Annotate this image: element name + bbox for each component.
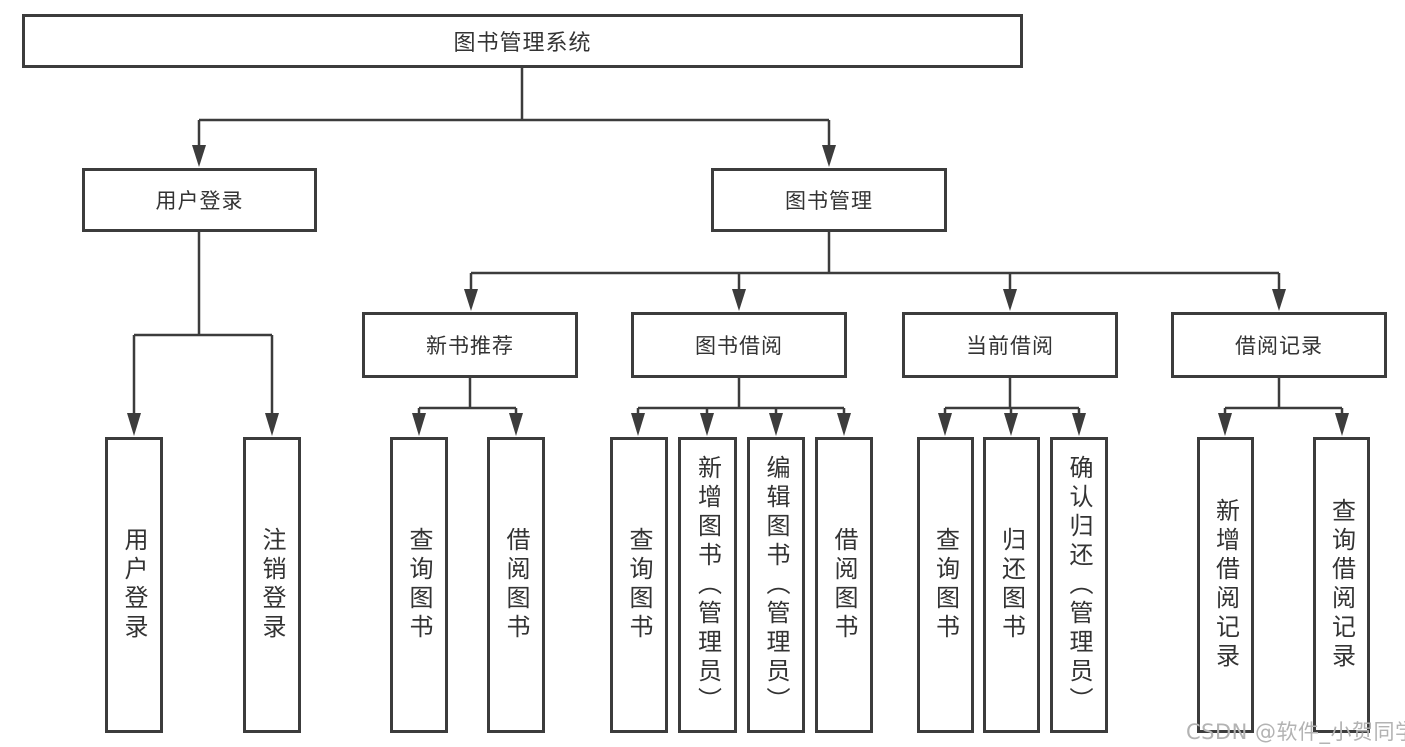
node-label: 图书管理系统 [453, 31, 592, 56]
leaf-label: 新增借阅记录 [1211, 498, 1240, 672]
node-label: 图书管理 [785, 189, 873, 213]
node-borrow-records: 借阅记录 [1171, 312, 1387, 378]
node-label: 图书借阅 [695, 334, 783, 358]
arrowhead [464, 289, 478, 311]
arrowhead [412, 413, 426, 436]
node-library-management-system: 图书管理系统 [22, 14, 1023, 68]
arrowhead [509, 413, 523, 436]
arrowhead [938, 413, 952, 436]
arrowhead [1003, 289, 1017, 311]
arrowhead [192, 145, 206, 167]
arrowhead [700, 413, 714, 436]
arrowhead [631, 413, 645, 436]
leaf-label: 借阅图书 [502, 527, 530, 643]
leaf-label: 注销登录 [258, 527, 286, 643]
connector-book-borrow-children [636, 378, 846, 415]
node-new-book-recommend: 新书推荐 [362, 312, 578, 378]
connector-new-book-children [417, 378, 518, 415]
arrowhead [837, 413, 851, 436]
leaf-logout: 注销登录 [243, 437, 301, 733]
leaf-query-books: 查询图书 [917, 437, 974, 733]
arrowhead [1272, 289, 1286, 311]
arrowhead [1004, 413, 1018, 436]
leaf-label: 用户登录 [120, 527, 148, 643]
node-book-management: 图书管理 [711, 168, 947, 232]
arrowheads [127, 145, 1349, 436]
node-label: 用户登录 [155, 189, 244, 213]
connector-current-borrow-children [943, 378, 1081, 415]
leaf-label: 新增图书（管理员） [693, 454, 722, 716]
node-label: 当前借阅 [966, 334, 1054, 358]
leaf-label: 查询图书 [405, 527, 433, 643]
leaf-confirm-return-admin: 确认归还（管理员） [1050, 437, 1108, 733]
arrowhead [265, 413, 279, 436]
arrowhead [1218, 413, 1232, 436]
connector-root-to-modules [197, 68, 831, 147]
leaf-label: 查询借阅记录 [1327, 498, 1356, 672]
node-book-borrow: 图书借阅 [631, 312, 847, 378]
leaf-user-login: 用户登录 [105, 437, 163, 733]
arrowhead [822, 145, 836, 167]
leaf-add-borrow-record: 新增借阅记录 [1197, 437, 1254, 733]
leaf-label: 借阅图书 [830, 527, 858, 643]
node-current-borrow: 当前借阅 [902, 312, 1118, 378]
leaf-add-books-admin: 新增图书（管理员） [678, 437, 737, 733]
arrowhead [1335, 413, 1349, 436]
leaf-edit-books-admin: 编辑图书（管理员） [747, 437, 805, 733]
arrowhead [769, 413, 783, 436]
connector-book-management-children [469, 232, 1281, 290]
leaf-return-books: 归还图书 [983, 437, 1040, 733]
leaf-query-books: 查询图书 [390, 437, 448, 733]
leaf-label: 归还图书 [997, 527, 1026, 643]
node-user-login: 用户登录 [82, 168, 317, 232]
leaf-borrow-books: 借阅图书 [815, 437, 873, 733]
arrowhead [127, 413, 141, 436]
leaf-label: 编辑图书（管理员） [762, 454, 790, 716]
leaf-label: 查询图书 [931, 527, 960, 643]
connector-user-login-children [132, 232, 274, 414]
leaf-query-books: 查询图书 [610, 437, 668, 733]
leaf-label: 确认归还（管理员） [1065, 454, 1093, 716]
leaf-query-borrow-record: 查询借阅记录 [1313, 437, 1370, 733]
node-label: 新书推荐 [426, 334, 514, 358]
leaf-borrow-books: 借阅图书 [487, 437, 545, 733]
watermark: CSDN @软件_小贺同学 [1186, 720, 1405, 744]
arrowhead [1072, 413, 1086, 436]
node-label: 借阅记录 [1235, 334, 1323, 358]
arrowhead [732, 289, 746, 311]
connector-borrow-records-children [1223, 378, 1344, 415]
leaf-label: 查询图书 [625, 527, 653, 643]
